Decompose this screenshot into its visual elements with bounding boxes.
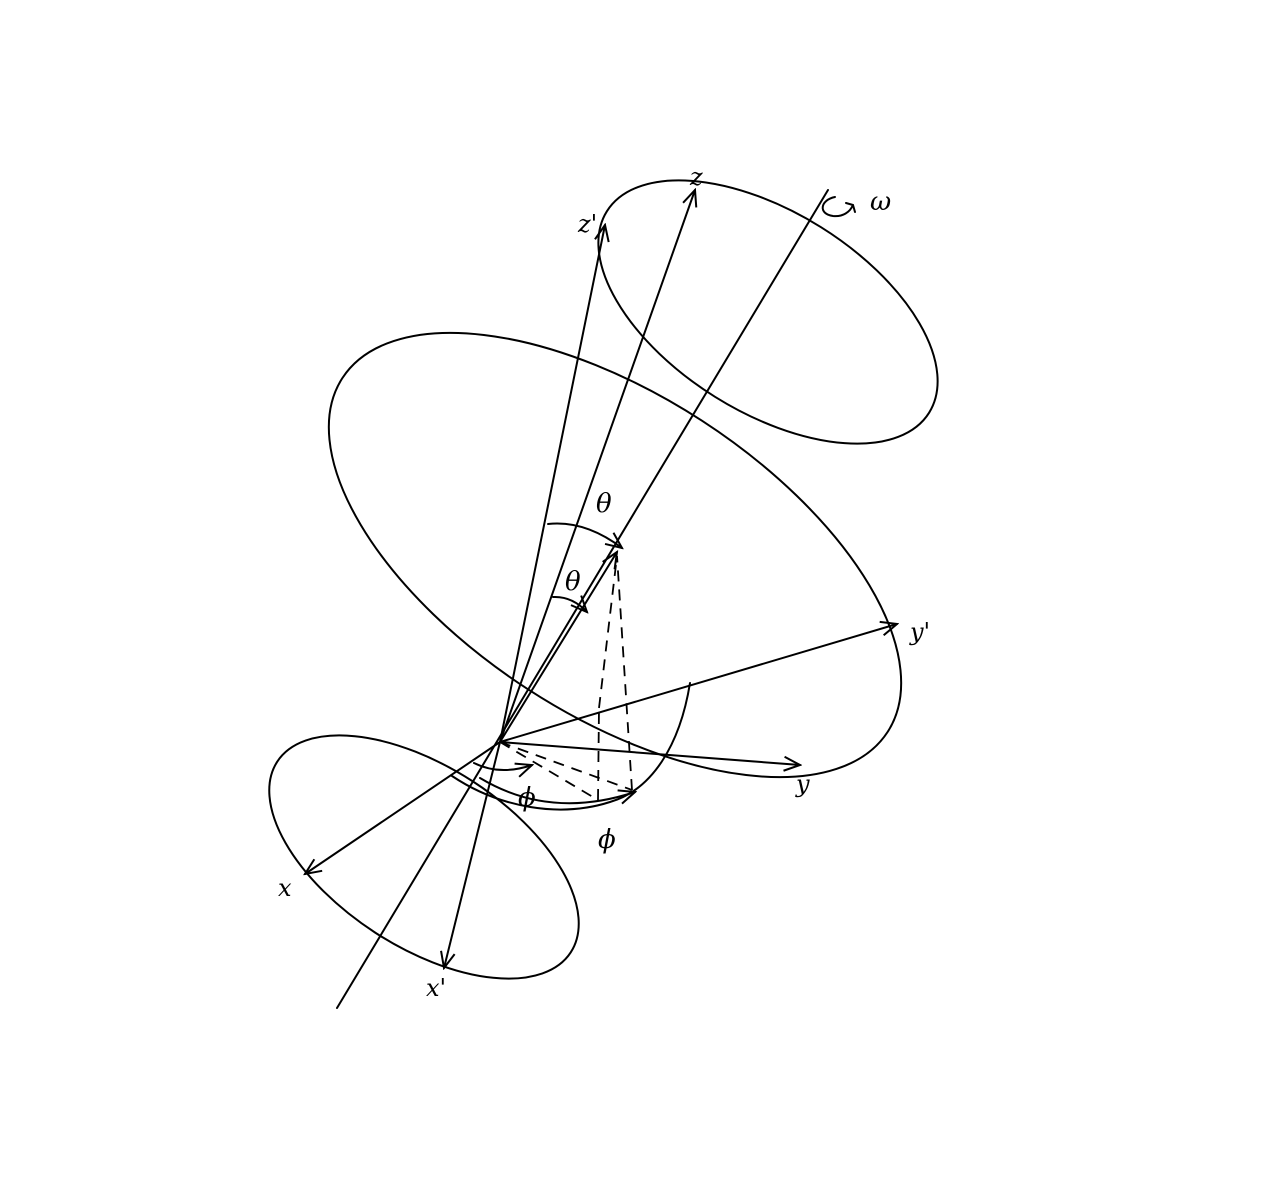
x-prime-axis	[444, 741, 501, 968]
omega-label: ω	[870, 187, 891, 217]
omega-vector	[499, 552, 617, 743]
z-axis	[499, 190, 695, 743]
phi-outer-arc	[479, 777, 635, 803]
phi-inner-label: ϕ	[518, 783, 536, 813]
x-prime-label: x'	[426, 974, 446, 1002]
projection-dashes	[499, 555, 633, 801]
y-label: y	[795, 770, 810, 798]
phi-outer-label: ϕ	[598, 825, 616, 855]
z-label: z	[689, 163, 703, 191]
top-ellipse	[597, 179, 939, 445]
projection-arc	[451, 682, 691, 811]
z-prime-axis	[499, 225, 605, 743]
z-prime-label: z'	[577, 210, 597, 238]
y-prime-axis	[499, 624, 897, 743]
theta-inner-label: θ	[565, 567, 581, 597]
rotation-arrow-icon	[821, 196, 854, 218]
x-label: x	[278, 874, 292, 902]
theta-outer-label: θ	[596, 489, 612, 519]
x-axis	[305, 741, 501, 874]
bottom-ellipse	[268, 734, 580, 980]
theta-inner-arc	[552, 597, 587, 612]
theta-outer-arc	[547, 522, 622, 549]
rotation-arrowhead-icon	[845, 202, 856, 213]
y-axis	[499, 741, 800, 765]
y-prime-label: y'	[909, 618, 930, 646]
rotation-axis-line	[336, 189, 829, 1009]
phi-inner-arc	[473, 762, 532, 770]
